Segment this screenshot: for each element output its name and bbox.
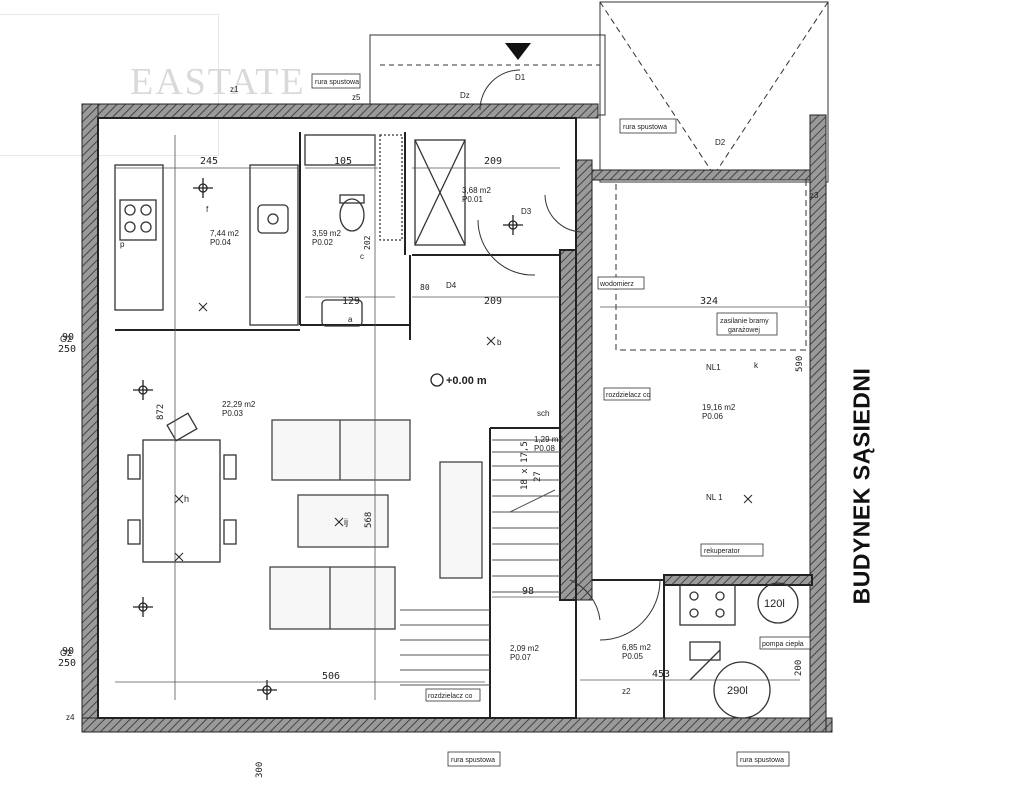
callout-manifold: rozdzielacz co	[606, 392, 650, 399]
callout-heat-pump: pompa ciepła	[762, 641, 804, 648]
watermark: EASTATE	[130, 61, 306, 103]
tech-equipment	[679, 582, 799, 719]
light-fixtures	[133, 178, 523, 700]
dimension-texts: 245 105 209 209 129 324 90 250 90 250 50…	[58, 156, 805, 778]
dim: 80	[420, 283, 430, 292]
room-area: 7,44 m2	[210, 229, 239, 238]
dim: 90	[62, 332, 74, 343]
dim: 568	[364, 512, 374, 528]
symbol-marks: O2 O2 z1 z5 Dz D1 D2 D3 D4 sch NL1 NL 1 …	[60, 73, 819, 722]
watermark-frame	[0, 14, 219, 156]
level-mark: +0.00 m	[446, 375, 487, 387]
mark: NL1	[706, 363, 721, 372]
stairs	[400, 439, 560, 686]
room-code: P0.06	[702, 412, 723, 421]
room-code: P0.02	[312, 238, 333, 247]
x-markers	[174, 302, 753, 562]
room-code: P0.01	[462, 195, 483, 204]
room-code: P0.04	[210, 238, 231, 247]
room-area: 19,16 m2	[702, 403, 736, 412]
dim: 105	[334, 156, 352, 167]
dim: 590	[795, 356, 805, 372]
dim: 209	[484, 156, 502, 167]
dimension-lines	[115, 135, 810, 700]
mark: D2	[715, 138, 726, 147]
mark: c	[360, 252, 364, 261]
room-code: P0.05	[622, 652, 643, 661]
dim: 245	[200, 156, 218, 167]
mark: D3	[521, 207, 532, 216]
entry-arrow-icon	[505, 43, 531, 60]
room-code: P0.03	[222, 409, 243, 418]
room-labels: 7,44 m2 P0.04 3,59 m2 P0.02 3,68 m2 P0.0…	[210, 186, 736, 662]
mark: z2	[622, 687, 631, 696]
door-swings	[477, 69, 661, 641]
dim: 18 x 17,5	[520, 441, 530, 490]
mark: z4	[66, 713, 75, 722]
neighbor-building-label: BUDYNEK SĄSIEDNI	[848, 367, 875, 605]
callout-texts: rura spustowa rura spustowa wodomierz za…	[315, 79, 804, 764]
dim: 90	[62, 646, 74, 657]
mark: b	[497, 338, 502, 347]
callout-downpipe: rura spustowa	[740, 757, 784, 764]
room-area: 3,68 m2	[462, 186, 491, 195]
tank-label: 290l	[727, 685, 748, 697]
dim: 129	[342, 296, 360, 307]
mark: h	[184, 494, 189, 504]
callout-gate-power: garażowej	[728, 327, 760, 334]
dim: 27	[533, 471, 543, 482]
dim: 872	[156, 404, 166, 420]
dim: 300	[255, 762, 265, 778]
garage-door-outline	[615, 179, 807, 351]
callout-gate-power: zasilanie bramy	[720, 318, 769, 325]
dim: 202	[363, 235, 372, 250]
dim: 324	[700, 296, 718, 307]
callout-downpipe: rura spustowa	[451, 757, 495, 764]
mark: a	[348, 315, 353, 324]
dining-table	[127, 412, 237, 563]
room-area: 6,85 m2	[622, 643, 651, 652]
callout-boxes	[311, 73, 811, 767]
dim: 200	[794, 660, 804, 676]
room-area: 3,59 m2	[312, 229, 341, 238]
mark: p	[120, 240, 125, 249]
callout-recuperator: rekuperator	[704, 548, 740, 555]
mark: sch	[537, 409, 549, 418]
room-code: P0.07	[510, 653, 531, 662]
mark: D1	[515, 73, 526, 82]
mark: Dz	[460, 91, 470, 100]
room-area: 22,29 m2	[222, 400, 256, 409]
callout-downpipe: rura spustowa	[623, 124, 667, 131]
dim: 506	[322, 671, 340, 682]
neighbor-building-label-box: BUDYNEK SĄSIEDNI	[842, 368, 882, 605]
sofa	[269, 419, 483, 630]
kitchen-counter	[114, 164, 299, 326]
room-code: P0.08	[534, 444, 555, 453]
roof-outline	[369, 1, 829, 183]
dim: 453	[652, 669, 670, 680]
mark: D4	[446, 281, 457, 290]
dim: 98	[522, 586, 534, 597]
mark: z5	[352, 93, 361, 102]
tank-label: 120l	[764, 598, 785, 610]
mark: z1	[230, 85, 239, 94]
callout-manifold: rozdzielacz co	[428, 693, 472, 700]
mark: NL 1	[706, 493, 723, 502]
room-area: 2,09 m2	[510, 644, 539, 653]
mark: k	[754, 361, 759, 370]
dim: 250	[58, 344, 76, 355]
bathroom-fixtures	[304, 134, 466, 327]
mark: O2	[60, 648, 72, 658]
callout-water-meter: wodomierz	[599, 281, 634, 288]
room-area: 1,29 m2	[534, 435, 563, 444]
callout-downpipe: rura spustowa	[315, 79, 359, 86]
dim: 250	[58, 658, 76, 669]
mark: z3	[810, 191, 819, 200]
mark: f	[206, 205, 209, 214]
mark: ij	[344, 517, 348, 527]
dim: 209	[484, 296, 502, 307]
mark: O2	[60, 334, 72, 344]
interior-walls	[97, 117, 813, 719]
